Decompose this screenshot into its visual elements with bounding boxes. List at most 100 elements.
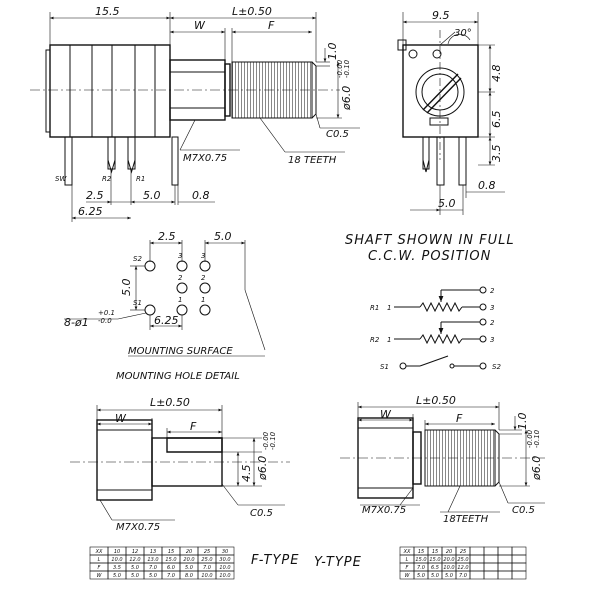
y-dim-w: W — [380, 408, 392, 421]
table-cell — [511, 554, 527, 564]
table-cell — [469, 570, 485, 580]
pin-2-a: 2 — [178, 274, 183, 282]
front-view: 9.5 30° 4.8 6.5 3.5 0.8 5.0 — [397, 9, 505, 215]
table-value-cell: 10.0 — [219, 573, 230, 579]
table-header-cell: 25 — [204, 549, 210, 555]
pin-3-a: 3 — [178, 252, 182, 260]
table-value-cell: L — [406, 557, 409, 563]
front-dim-4-8: 4.8 — [490, 65, 503, 83]
table-header-cell: 30 — [222, 549, 228, 555]
table-value-cell: 25.0 — [201, 557, 212, 563]
f-type-caption: F-TYPE — [251, 553, 299, 568]
pin-sw-label: SW — [55, 175, 67, 183]
pot-body — [49, 44, 171, 138]
y-type-caption: Y-TYPE — [314, 555, 362, 570]
y-dim-1-0: 1.0 — [516, 413, 529, 431]
dim-5-0: 5.0 — [143, 189, 161, 202]
f-dim-4-5: 4.5 — [240, 465, 253, 483]
hole-3b — [199, 260, 211, 272]
f-dim-w: W — [115, 412, 127, 425]
table-value-cell: 20.0 — [443, 557, 454, 563]
front-dim-3-5: 3.5 — [490, 145, 503, 163]
mount-screw-right — [432, 49, 442, 59]
table-value-cell: 7.0 — [417, 565, 425, 571]
table-cell — [215, 570, 235, 580]
hole-dim-6-25: 6.25 — [154, 314, 179, 327]
mounting-surface-label: MOUNTING SURFACE — [128, 346, 233, 357]
front-dim-0-8: 0.8 — [478, 179, 496, 192]
side-view: 15.5 L±0.50 W F 1.0 ø6.0 -0.00 -0.10 C0.… — [30, 5, 360, 222]
front-pin-right — [458, 136, 467, 186]
table-header-cell: XX — [403, 549, 411, 555]
table-value-cell: 12.0 — [129, 557, 140, 563]
table-value-cell: 10.0 — [443, 565, 454, 571]
table-value-cell: 10.0 — [111, 557, 122, 563]
table-cell — [511, 570, 527, 580]
schem-r2-pin3: 3 — [490, 336, 494, 344]
dim-body-length: 15.5 — [95, 5, 120, 18]
table-cell — [511, 562, 527, 572]
dim-shaft-dia: ø6.0 — [340, 86, 353, 111]
table-value-cell: W — [405, 573, 411, 579]
schem-r2-pin1: 1 — [387, 336, 391, 344]
hole-1a — [176, 304, 188, 316]
mount-screw-left — [408, 49, 418, 59]
table-cell — [497, 546, 513, 556]
front-dim-9-5: 9.5 — [432, 9, 450, 22]
table-header-cell: 20 — [446, 549, 452, 555]
schem-r2-label: R2 — [370, 336, 380, 344]
table-cell — [497, 562, 513, 572]
schematic: R1 1 3 2 R2 1 3 2 S1 S2 — [370, 286, 501, 371]
table-value-cell: 25.0 — [457, 557, 468, 563]
table-value-cell: 5.0 — [131, 573, 139, 579]
table-value-cell: F — [98, 565, 101, 571]
table-header-cell: 10 — [114, 549, 120, 555]
table-cell — [469, 554, 485, 564]
table-cell — [511, 546, 527, 556]
table-cell — [469, 546, 485, 556]
teeth-label: 18 TEETH — [288, 155, 337, 166]
dim-1-0: 1.0 — [326, 43, 339, 61]
table-value-cell: 7.0 — [149, 565, 157, 571]
table-value-cell: 8.0 — [185, 573, 193, 579]
hole-tol-bot: -0.0 — [98, 317, 112, 325]
y-type-view: L±0.50 W F 1.0 ø6.0 -0.00 -0.10 C0.5 18T… — [314, 394, 545, 580]
table-value-cell: 10.0 — [219, 565, 230, 571]
shaft-note: SHAFT SHOWN IN FULL C.C.W. POSITION — [345, 233, 515, 264]
chamfer-label: C0.5 — [326, 129, 349, 140]
thread-label: M7X0.75 — [183, 153, 227, 164]
hole-tol-top: +0.1 — [98, 309, 115, 317]
hole-dim-5-0-side: 5.0 — [120, 279, 133, 297]
table-value-cell: 5.0 — [131, 565, 139, 571]
y-dim-f: F — [456, 412, 463, 425]
shaft-note-line2: C.C.W. POSITION — [368, 249, 491, 264]
table-header-cell: 15 — [168, 549, 174, 555]
mounting-hole-detail: 2.5 5.0 S2 S1 3 3 2 2 1 1 5.0 6.25 8-ø1 … — [64, 230, 266, 382]
schem-r1-label: R1 — [370, 304, 379, 312]
f-type-view: L±0.50 W F ø6.0 -0.00 -0.10 4.5 C0.5 M7X… — [70, 396, 299, 580]
f-chamfer-label: C0.5 — [250, 508, 273, 519]
hole-2a — [176, 282, 188, 294]
hole-spec: 8-ø1 — [64, 316, 89, 329]
front-dim-angle: 30° — [454, 28, 472, 39]
table-value-cell: 7.0 — [203, 565, 211, 571]
dim-l: L±0.50 — [232, 5, 272, 18]
y-thread-label: M7X0.75 — [362, 505, 406, 516]
table-cell — [483, 562, 499, 572]
table-value-cell: 15.0 — [415, 557, 426, 563]
dim-w: W — [194, 19, 206, 32]
f-shaft-tol-bot: -0.10 — [269, 431, 277, 450]
dim-6-25: 6.25 — [78, 205, 103, 218]
table-value-cell: 5.0 — [113, 573, 121, 579]
shaft-note-line1: SHAFT SHOWN IN FULL — [345, 233, 515, 248]
table-header-cell: 13 — [150, 549, 156, 555]
table-cell — [483, 546, 499, 556]
table-header-cell: XX — [95, 549, 103, 555]
shaft-tol-top: -0.00 — [336, 59, 344, 78]
hole-1b — [199, 304, 211, 316]
mounting-hole-caption: MOUNTING HOLE DETAIL — [116, 371, 240, 382]
pin-r1 — [127, 136, 136, 170]
hole-s2 — [144, 260, 156, 272]
